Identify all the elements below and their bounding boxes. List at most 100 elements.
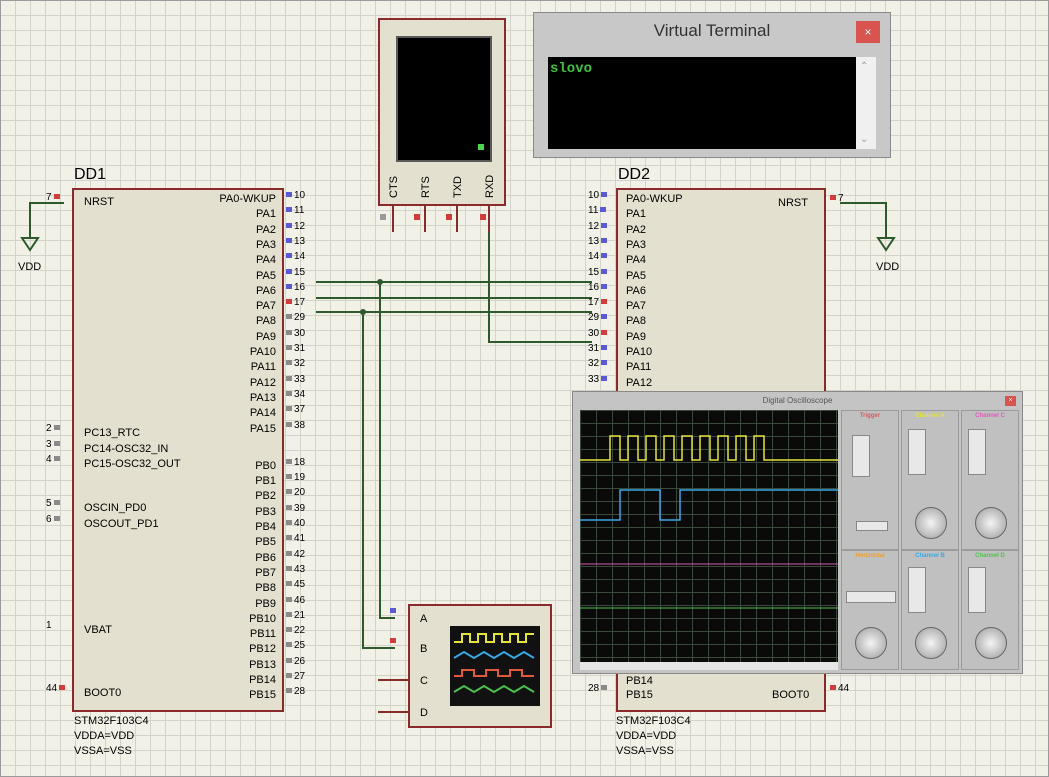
rts-marker [414, 214, 420, 220]
dd1-left-pin-name: OSCOUT_PD1 [84, 518, 159, 530]
panel-channel-a[interactable]: Channel A [901, 410, 959, 550]
dd1-left-pin-num-text: 4 [46, 454, 52, 465]
channel-b-position[interactable] [908, 567, 926, 613]
dd1-pin-num-text: 45 [294, 579, 306, 591]
dd1-pin-num-text: 40 [294, 518, 306, 529]
trigger-level-box[interactable] [852, 435, 870, 477]
dd1-chip[interactable] [72, 188, 284, 712]
pin-marker [286, 504, 292, 510]
pin-marker [286, 375, 292, 381]
dd2-nrst-label: NRST [778, 197, 808, 209]
scroll-down-icon[interactable]: ⌄ [860, 134, 869, 145]
oscilloscope-symbol[interactable]: A B C D [408, 604, 552, 728]
dd1-pin-number: 20 [286, 488, 305, 498]
dd1-pin-name: PB13 [249, 658, 276, 671]
pin-marker [601, 314, 608, 320]
dd1-pin-num-text: 31 [294, 343, 306, 354]
virtual-terminal-window[interactable]: Virtual Terminal × slovo ⌃ ⌄ [533, 12, 891, 158]
trigger-heading: Trigger [859, 413, 881, 419]
dd2-designator: DD2 [618, 166, 651, 183]
dd2-pin-number: 16 [588, 282, 609, 293]
dd1-left-pin-num-text: 1 [46, 620, 52, 631]
dd1-pin-num-text: 18 [294, 456, 306, 468]
pin-txd: TXD [452, 176, 464, 198]
dd1-pin-number: 18 [286, 456, 306, 468]
digital-oscilloscope-window[interactable]: Digital Oscilloscope × Trigger Channel A… [572, 391, 1023, 674]
scope-input-a: A [420, 613, 428, 625]
terminal-scrollbar[interactable]: ⌃ ⌄ [856, 57, 876, 149]
dd2-nrst-pin: 7 [830, 194, 844, 204]
channel-b-knob-icon[interactable] [915, 627, 947, 659]
pin-marker [286, 642, 292, 648]
pin-marker [53, 194, 60, 199]
dd1-pin-name: PB14 [249, 674, 276, 686]
dd1-pin-num-text: 19 [294, 472, 306, 484]
pin-marker [286, 627, 292, 633]
dd1-pin-name: PB8 [255, 582, 276, 595]
dd1-pin-name: PA2 [256, 223, 276, 236]
dd2-pin-num-text: 32 [588, 358, 600, 370]
terminal-close-button[interactable]: × [856, 21, 880, 43]
dd1-pin-name: PB15 [249, 689, 276, 702]
pin-marker [286, 657, 292, 663]
dd2-pin-number: 13 [588, 236, 609, 247]
dd2-nrst-num: 7 [838, 193, 844, 204]
dd1-pin-number: 10 [286, 191, 305, 201]
panel-trigger[interactable]: Trigger [841, 410, 899, 550]
dd1-part: STM32F103C4 VDDA=VDD VSSA=VSS [74, 714, 149, 759]
pin-marker [601, 329, 608, 335]
dd2-boot0-num: 44 [838, 683, 850, 694]
channel-a-knob-icon[interactable] [915, 507, 947, 539]
dd1-pin-num-text: 34 [294, 388, 306, 400]
panel-channel-d[interactable]: Channel D [961, 550, 1019, 670]
dd2-pin-name: PA2 [626, 223, 646, 236]
dd1-pin-name: PA11 [250, 361, 276, 374]
pin-marker [286, 390, 292, 396]
pin-marker [600, 207, 607, 213]
status-led [478, 144, 484, 150]
panel-horizontal[interactable]: Horizontal [841, 550, 899, 670]
dd1-pin-number: 19 [286, 473, 305, 483]
oscilloscope-title: Digital Oscilloscope [762, 396, 833, 405]
dd1-pin-number: 38 [286, 420, 305, 431]
rxd-marker [480, 214, 486, 220]
dd1-pin-num-text: 15 [294, 266, 306, 278]
dd1-info-vssa: VSSA=VSS [74, 745, 132, 757]
panel-channel-c[interactable]: Channel C [961, 410, 1019, 550]
dd2-pb15-label: PB15 [626, 689, 653, 701]
terminal-screen[interactable]: slovo [548, 57, 864, 149]
txd-marker [446, 214, 452, 220]
dd2-pin-number: 31 [588, 344, 609, 354]
trigger-source-box[interactable] [856, 521, 888, 531]
dd1-pin-num-text: 22 [294, 625, 306, 637]
dd1-pin-number: 13 [286, 236, 305, 247]
dd2-pin-number: 33 [588, 374, 609, 385]
pin-marker [286, 458, 292, 464]
pin-marker [53, 516, 60, 521]
channel-c-position[interactable] [968, 429, 986, 475]
scope-input-d: D [420, 707, 428, 719]
channel-c-knob-icon[interactable] [975, 507, 1007, 539]
dd1-pin-name: PA15 [249, 422, 276, 435]
dd2-pin-number: 32 [588, 359, 609, 369]
pin-marker [286, 299, 292, 305]
dd1-left-pin-number: 2 [46, 424, 62, 434]
oscilloscope-hscroll[interactable] [580, 662, 838, 670]
dd2-pin-num-text: 10 [588, 190, 600, 201]
channel-d-position[interactable] [968, 567, 986, 613]
oscilloscope-screen[interactable] [580, 410, 838, 662]
pin-marker [286, 474, 292, 480]
channel-d-knob-icon[interactable] [975, 627, 1007, 659]
channel-a-position[interactable] [908, 429, 926, 475]
channel-a-heading: Channel A [915, 413, 945, 419]
pin-marker [601, 237, 608, 243]
serial-device[interactable]: CTS RTS TXD RXD [378, 18, 506, 206]
scroll-up-icon[interactable]: ⌃ [860, 61, 869, 72]
horizontal-knob-icon[interactable] [855, 627, 887, 659]
horizontal-position-box[interactable] [846, 591, 896, 603]
dd1-pin-num-text: 29 [294, 312, 306, 324]
pin-marker [601, 360, 608, 366]
dd2-pin-28: 28 [588, 684, 609, 694]
oscilloscope-close-button[interactable]: × [1005, 396, 1016, 406]
panel-channel-b[interactable]: Channel B [901, 550, 959, 670]
